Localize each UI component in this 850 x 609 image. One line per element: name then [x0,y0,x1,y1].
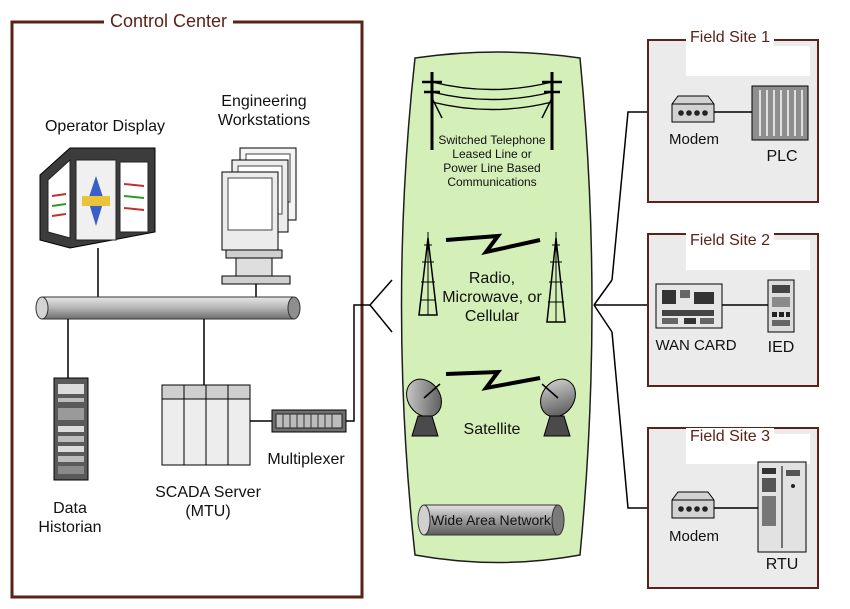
field-site-2-title: Field Site 2 [686,232,775,250]
switched-telephone-label-line-4: Communications [447,175,537,190]
multiplexer-label: Multiplexer [267,451,345,468]
site1-modem-icon [671,95,715,123]
data-historian-label-line-1: Data [53,500,87,517]
data-historian-label: Data Historian [30,500,110,538]
data-historian-icon [53,377,89,481]
wan-to-sites-link-b [593,304,613,333]
site3-modem-label: Modem [668,528,720,545]
site1-modem-label: Modem [668,131,720,148]
wan-cylinder-icon [417,504,565,536]
engineering-workstations-label: Engineering Workstations [204,93,324,131]
site3-rtu-icon [757,461,807,553]
engineering-workstations-label-line-1: Engineering [221,93,307,110]
switched-telephone-label-line-1: Switched Telephone [438,133,546,147]
field-site-3-title: Field Site 3 [686,428,775,446]
switched-telephone-label-line-3: Power Line Based [443,161,541,176]
site3-rtu-label: RTU [765,556,799,573]
radio-label-line-3: Cellular [464,307,520,325]
radio-lightning-icon [445,233,541,256]
site2-wan-card-icon [655,283,723,329]
site3-modem-icon [671,491,715,519]
site1-plc-icon [751,85,809,141]
switched-telephone-label: Switched Telephone Leased Line or Power … [424,133,560,190]
mux-to-wan-link [346,279,393,422]
wide-area-network-label: Wide Area Network [431,512,551,528]
radio-towers-icon [418,232,566,323]
site1-plc-label: PLC [766,148,798,165]
control-center-title: Control Center [104,11,234,32]
scada-server-label-line-1: SCADA Server [155,484,261,501]
site2-ied-icon [767,279,795,333]
site2-wan-card-label: WAN CARD [655,337,737,354]
data-historian-label-line-2: Historian [38,518,102,536]
operator-display-icon [39,147,156,249]
lan-bus [35,296,301,320]
scada-server-label: SCADA Server (MTU) [138,484,278,522]
site2-ied-label: IED [767,339,795,356]
engineering-workstations-icon [221,147,297,285]
wan-to-sites-link-a [593,279,613,306]
scada-server-icon [161,384,251,466]
radio-label: Radio, Microwave, or Cellular [430,270,554,327]
radio-label-line-2: Microwave, or [442,288,542,306]
telephone-poles-icon [422,72,562,150]
radio-label-line-1: Radio, [468,270,516,287]
satellite-label: Satellite [463,421,521,438]
scada-server-label-line-2: (MTU) [185,502,231,520]
operator-display-label: Operator Display [44,118,166,135]
field-site-1-title: Field Site 1 [686,29,775,47]
satellite-lightning-icon [445,369,541,391]
switched-telephone-label-line-2: Leased Line or [452,147,532,162]
satellite-dishes-icon [406,378,576,437]
multiplexer-icon [271,409,347,433]
mux-to-wan-link-2 [369,304,393,333]
engineering-workstations-label-line-2: Workstations [217,111,311,129]
